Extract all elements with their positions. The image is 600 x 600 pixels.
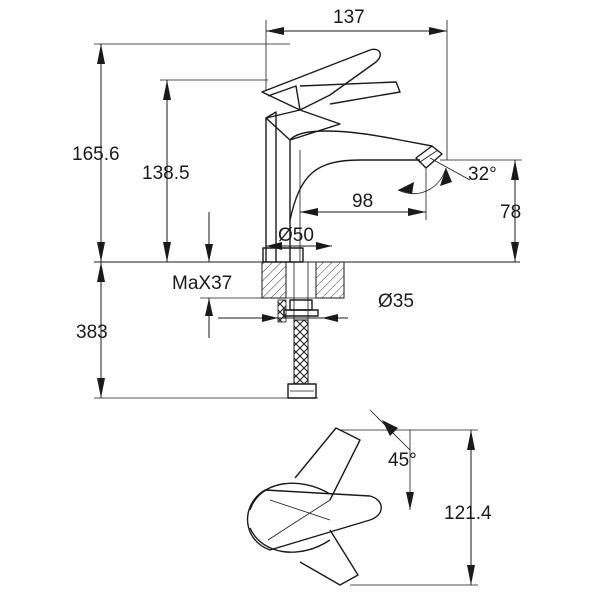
dimension-diameter-50: Ø50: [266, 225, 332, 250]
label-length-383: 383: [76, 322, 108, 343]
dimension-angle-45: 45°: [369, 409, 417, 510]
dimension-max-37: MaX37: [172, 212, 262, 338]
dimension-height-78: 78: [440, 159, 522, 262]
label-max-37: MaX37: [172, 273, 232, 294]
label-diameter-35: Ø35: [378, 291, 414, 312]
dimension-height-138-5: 138.5: [142, 79, 268, 262]
dimension-reach-98: 98: [299, 150, 427, 262]
label-height-165-6: 165.6: [72, 144, 120, 165]
dimension-height-165-6: 165.6: [72, 43, 290, 262]
dimension-width-137: 137: [265, 7, 448, 160]
label-height-138-5: 138.5: [142, 163, 190, 184]
dimension-diameter-35: Ø35: [218, 291, 414, 322]
dimension-depth-121-4: 121.4: [340, 429, 492, 586]
label-height-78: 78: [500, 202, 521, 223]
dimension-length-383: 383: [76, 262, 318, 399]
label-angle-32: 32°: [468, 164, 497, 185]
mounting-shank-and-hoses: [277, 262, 319, 399]
label-width-137: 137: [333, 7, 365, 28]
countertop-section: [261, 261, 345, 299]
dimension-angle-32: 32°: [397, 157, 497, 194]
label-angle-45: 45°: [388, 450, 417, 471]
label-diameter-50: Ø50: [278, 225, 314, 246]
label-depth-121-4: 121.4: [444, 503, 492, 524]
faucet-plan-view: [246, 427, 382, 586]
label-reach-98: 98: [352, 191, 373, 212]
